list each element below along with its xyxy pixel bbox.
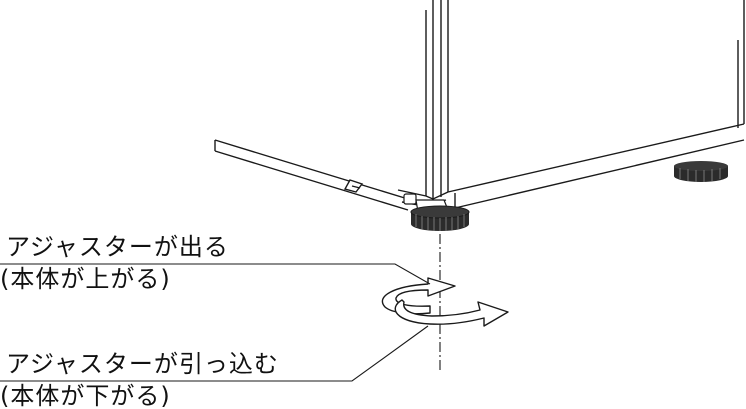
- adjuster-foot-front: [410, 205, 470, 231]
- appliance-body: [214, 0, 745, 211]
- callout-retract-title: アジャスターが引っ込む: [6, 350, 279, 378]
- callout-retract-subtitle: (本体が下がる): [0, 382, 171, 409]
- rotation-arrow-retract-icon: [394, 299, 509, 327]
- leader-line-extend: [0, 263, 431, 285]
- callout-extend-title: アジャスターが出る: [6, 233, 229, 261]
- rotation-arrow-extend-icon: [381, 277, 456, 315]
- adjuster-foot-rear: [674, 161, 728, 182]
- callout-extend-subtitle: (本体が上がる): [0, 265, 171, 293]
- leader-line-retract: [0, 325, 429, 382]
